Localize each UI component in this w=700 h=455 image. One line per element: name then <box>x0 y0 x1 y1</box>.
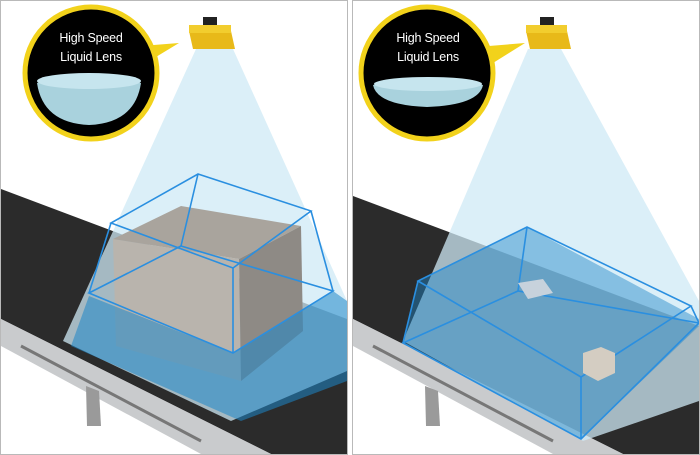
callout-line2: Liquid Lens <box>397 50 459 64</box>
focus-volume-base <box>71 291 347 421</box>
lens-icon <box>37 76 141 125</box>
camera-icon <box>526 17 571 49</box>
small-package-box <box>583 347 615 381</box>
focus-volume-base <box>403 227 699 439</box>
callout-circle <box>358 4 496 142</box>
callout-line1: High Speed <box>396 31 460 45</box>
box-top <box>113 206 301 259</box>
callout-label: High Speed Liquid Lens <box>368 29 488 67</box>
callout-line1: High Speed <box>59 31 123 45</box>
callout-label: High Speed Liquid Lens <box>31 29 151 67</box>
small-package-bag <box>518 279 553 299</box>
callout-line2: Liquid Lens <box>60 50 122 64</box>
callout-pointer <box>489 43 525 63</box>
focus-volume-wireframe <box>401 226 699 440</box>
scene-illustration <box>353 4 699 454</box>
camera-beam <box>403 49 699 441</box>
scene-illustration <box>1 4 347 454</box>
conveyor-leg <box>86 386 101 426</box>
conveyor-rail <box>1 319 271 454</box>
focus-volume-wireframe <box>87 173 335 354</box>
panel-tall-object: High Speed Liquid Lens <box>0 0 348 455</box>
conveyor-leg <box>425 386 440 426</box>
camera-icon <box>189 17 235 49</box>
panel-short-objects: High Speed Liquid Lens <box>352 0 700 455</box>
